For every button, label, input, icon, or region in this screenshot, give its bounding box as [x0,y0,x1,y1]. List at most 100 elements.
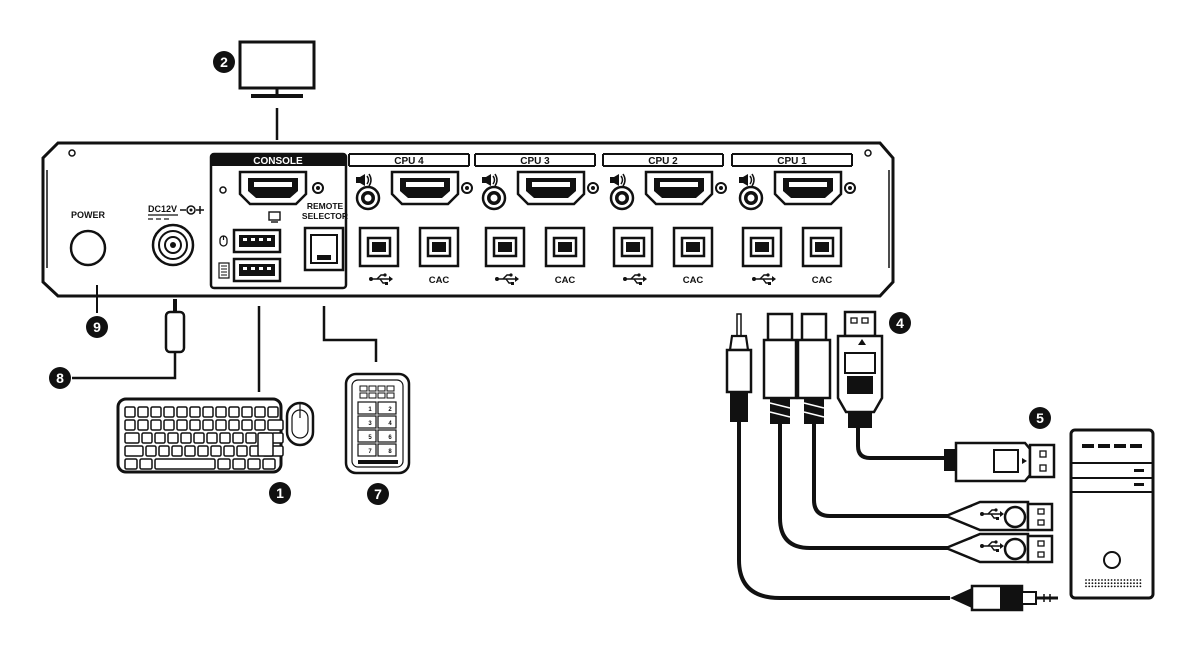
svg-text:8: 8 [388,449,392,455]
cpu-hdmi-port[interactable] [390,170,460,206]
remote-key-6: 6 [377,429,397,443]
keyboard-key [206,432,218,444]
keyboard-key [254,419,266,431]
svg-text:5: 5 [1036,410,1044,426]
keyboard-key [219,432,231,444]
usb-b-port[interactable] [484,226,526,268]
remote-selector-label-1: REMOTE [307,201,344,211]
audio-jack[interactable] [355,185,381,211]
keyboard-key [267,419,284,431]
power-button[interactable] [69,229,107,267]
cpu-hdmi-port[interactable] [516,170,586,206]
keyboard-key [228,419,240,431]
cable-bundle [725,310,950,600]
cac-label: CAC [683,275,704,286]
cpu-port-label: CPU 2 [648,156,678,167]
hdmi-screw [715,182,727,194]
cpu-port-group-2: CPU 2 CAC [602,153,727,286]
keyboard-key [124,419,136,431]
console-usb-mouse-port[interactable] [232,228,282,254]
cac-label: CAC [812,275,833,286]
svg-text:4: 4 [896,315,904,331]
keyboard [116,397,284,474]
audio-jack[interactable] [609,185,635,211]
computer-tower [1069,428,1155,600]
callout-power-adapter: 8 [49,367,71,389]
usb-b-port[interactable] [358,226,400,268]
callout-monitor: 2 [213,51,235,73]
keyboard-key [247,458,261,470]
cpu-port-group-3: CPU 3 CAC [474,153,599,286]
keyboard-key [254,406,266,418]
keyboard-key [124,458,138,470]
keyboard-key [223,445,235,457]
keyboard-key [150,406,162,418]
remote-top-key [386,392,395,399]
usb-b-port[interactable] [741,226,783,268]
keyboard-key [176,419,188,431]
console-usb-keyboard-port[interactable] [232,257,282,283]
cac-usb-b-port[interactable] [801,226,843,268]
power-adapter-plug [72,299,186,380]
keyboard-icon [218,262,230,279]
keyboard-key [197,445,209,457]
remote-top-key [386,385,395,392]
svg-text:9: 9 [93,319,101,335]
keyboard-key [215,406,227,418]
keyboard-key [137,419,149,431]
keyboard-key [262,458,276,470]
remote-top-key [377,385,386,392]
console-screw [312,182,324,194]
console-label: CONSOLE [253,156,303,167]
svg-text:8: 8 [56,370,64,386]
dc-power-jack[interactable] [151,223,195,267]
console-hdmi-port[interactable] [238,170,308,206]
keyboard-key [241,419,253,431]
cac-usb-b-port[interactable] [672,226,714,268]
keyboard-key [141,432,153,444]
polarity-icon [180,205,204,215]
svg-text:1: 1 [368,407,372,413]
dc12v-label: DC12V [148,204,177,214]
keyboard-key [267,406,279,418]
remote-key-7: 7 [357,443,377,457]
remote-key-1: 1 [357,401,377,415]
audio-jack[interactable] [738,185,764,211]
keyboard-key [202,406,214,418]
remote-top-key [368,385,377,392]
callout-keyboard-mouse: 1 [269,482,291,504]
svg-text:2: 2 [220,54,228,70]
remote-top-key [377,392,386,399]
keyboard-key [184,445,196,457]
keyboard-key [215,419,227,431]
cpu-hdmi-port[interactable] [644,170,714,206]
keyboard-key [158,445,170,457]
cac-usb-b-port[interactable] [544,226,586,268]
monitor [238,40,316,98]
usb-b-port[interactable] [612,226,654,268]
audio-jack[interactable] [481,185,507,211]
keyboard-key [163,406,175,418]
mouse [285,401,315,447]
cac-label: CAC [555,275,576,286]
cac-usb-b-port[interactable] [418,226,460,268]
hdmi-screw [587,182,599,194]
keyboard-key [245,432,257,444]
cpu-port-label: CPU 3 [520,156,550,167]
remote-selector-port[interactable] [303,226,345,272]
cpu-hdmi-port[interactable] [773,170,843,206]
keyboard-key [228,406,240,418]
callout-hdmi-cable: 4 [889,312,911,334]
svg-text:5: 5 [368,435,372,441]
keyboard-key [236,445,248,457]
hdmi-screw [844,182,856,194]
monitor-icon [268,211,281,223]
keyboard-key [150,419,162,431]
keyboard-key [210,445,222,457]
remote-top-key [359,392,368,399]
keyboard-key [139,458,153,470]
keyboard-key [176,406,188,418]
pc-side-connectors [942,441,1058,612]
